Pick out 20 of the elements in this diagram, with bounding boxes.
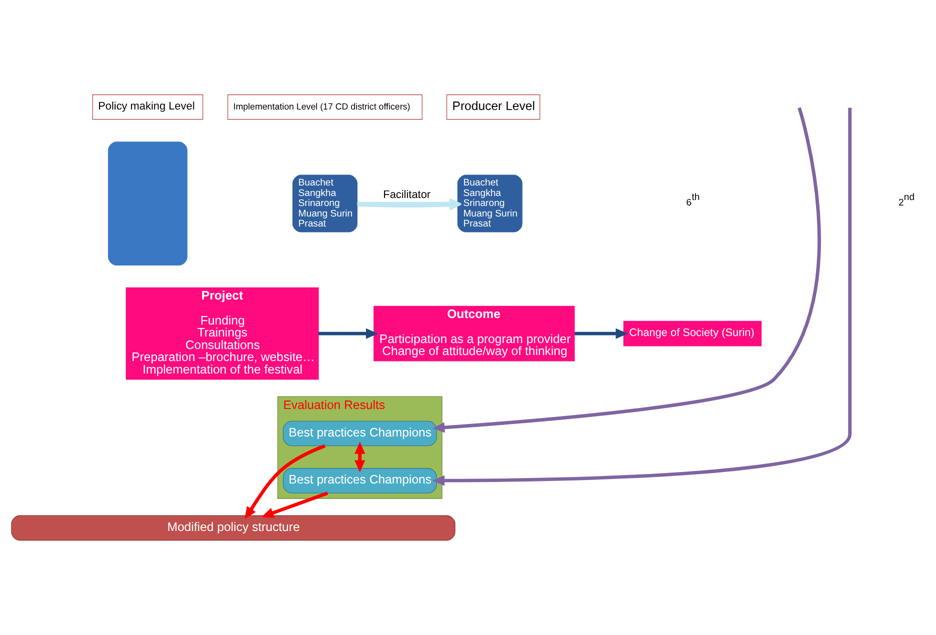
node-box: Change of Society (Surin) <box>623 320 762 346</box>
arrow <box>354 442 366 472</box>
node-box <box>108 142 188 266</box>
edge-label: Facilitator <box>383 188 431 201</box>
arrow <box>574 328 628 339</box>
node-box: Buachet Sangkha Srinarong Muang Surin Prasat <box>457 174 522 232</box>
node-box: Producer Level <box>446 94 540 120</box>
arrow <box>318 328 378 339</box>
node-box: Project Funding Trainings Consultations Preparation –brochure, website… Implementation of the festival <box>126 287 319 380</box>
node-box: Buachet Sangkha Srinarong Muang Surin Prasat <box>292 174 358 232</box>
arrow <box>261 491 328 518</box>
arrow <box>432 108 852 486</box>
node-box: Best practices Champions <box>282 420 437 446</box>
node-box: Modified policy structure <box>11 515 456 541</box>
arrow <box>432 107 821 433</box>
node-box: Policy making Level <box>92 94 204 120</box>
node-box: Implementation Level (17 CD district officers) <box>227 94 422 120</box>
node-box: Best practices Champions <box>282 468 437 494</box>
arrow <box>244 444 326 520</box>
node-box: Outcome Participation as a program provider Change of attitude/way of thinking <box>374 306 575 362</box>
